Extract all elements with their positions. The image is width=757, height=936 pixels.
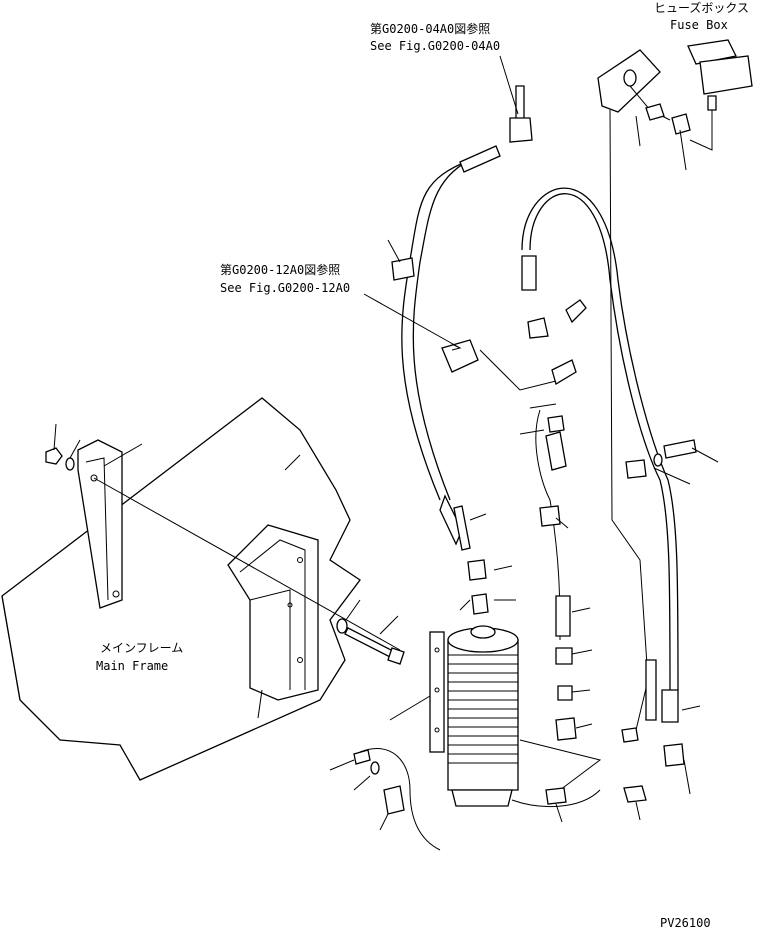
fuse-box-label: ヒューズボックス Fuse Box xyxy=(654,0,749,32)
drawing-code: PV26100 xyxy=(660,916,711,930)
mount-bracket xyxy=(227,524,319,701)
fuel-heater-cylinder xyxy=(429,625,519,807)
fuse-box-jp-label: ヒューズボックス xyxy=(654,0,749,15)
fuse-box-en-label: Fuse Box xyxy=(670,18,728,32)
top-fittings xyxy=(353,85,697,815)
leader-lines xyxy=(53,55,719,831)
hoses xyxy=(359,109,679,851)
main-frame-jp-label: メインフレーム xyxy=(100,641,183,655)
long-bracket xyxy=(77,439,123,609)
ref2-jp-label: 第G0200-12A0図参照 xyxy=(220,262,340,277)
reference-note-1: 第G0200-04A0図参照 See Fig.G0200-04A0 xyxy=(370,21,500,53)
fuse-box-icon xyxy=(597,39,753,151)
mount-bolt xyxy=(93,477,405,665)
main-frame-en-label: Main Frame xyxy=(96,659,168,673)
ref1-en-label: See Fig.G0200-04A0 xyxy=(370,39,500,53)
nut-washer-left xyxy=(45,447,75,471)
reference-note-2: 第G0200-12A0図参照 See Fig.G0200-12A0 xyxy=(220,262,350,295)
ref2-en-label: See Fig.G0200-12A0 xyxy=(220,281,350,295)
ref1-jp-label: 第G0200-04A0図参照 xyxy=(370,21,490,36)
fittings-above-cylinder xyxy=(439,494,489,615)
main-frame-label: メインフレーム Main Frame xyxy=(96,641,183,673)
